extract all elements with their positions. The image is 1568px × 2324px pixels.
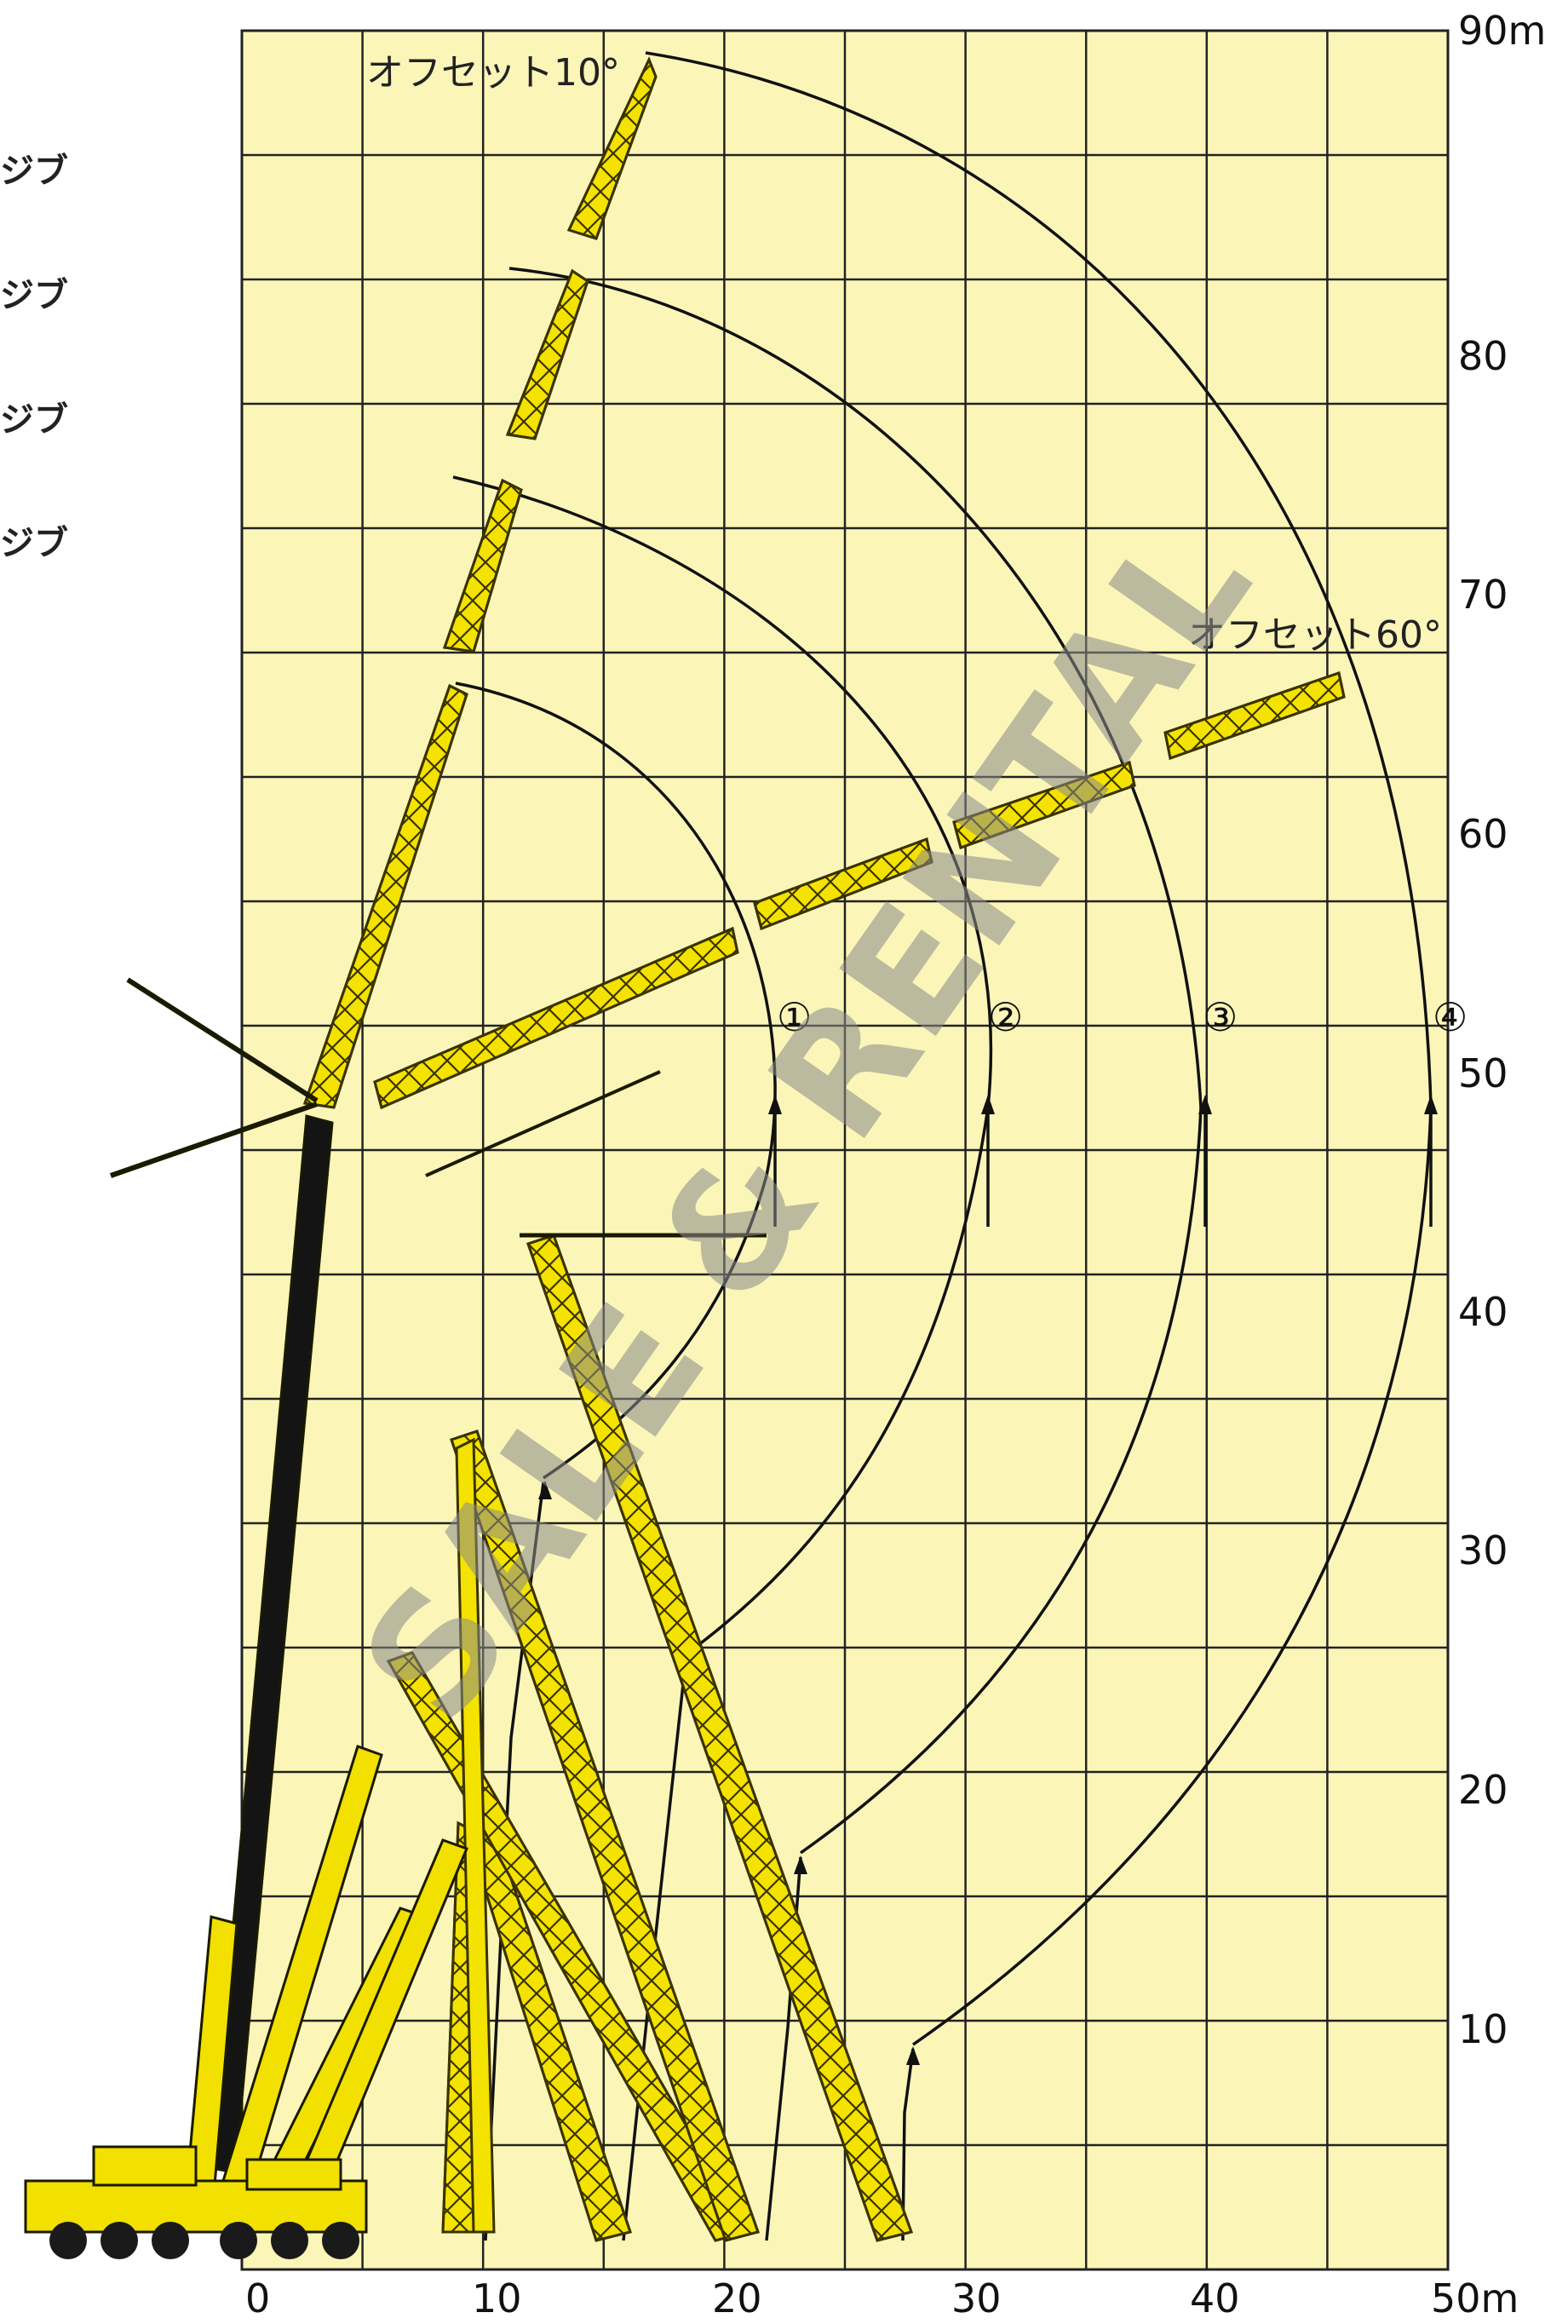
lattice-boom-4-truss: [450, 1429, 760, 2242]
y-tick-30: 30: [1458, 1527, 1508, 1573]
lattice-booms: [386, 1234, 913, 2242]
wheel-6: [322, 2222, 359, 2259]
y-tick-70: 70: [1458, 572, 1508, 618]
y-tick-60: 60: [1458, 811, 1508, 857]
lattice-boom-5-truss: [526, 1234, 913, 2242]
jib-offset-2-truss: [753, 837, 933, 931]
y-tick-90: 90m: [1458, 8, 1546, 54]
arrowhead-5: [538, 1481, 552, 1499]
arrowhead-7: [794, 1855, 807, 1874]
crane-superstructure: [245, 2158, 342, 2191]
y-tick-50: 50: [1458, 1050, 1508, 1096]
mast-strut-2: [110, 1102, 318, 1178]
mast-strut-1: [126, 977, 319, 1103]
arc-config-2: [452, 475, 993, 1654]
x-tick-0: 0: [245, 2275, 270, 2321]
chart-frame: [240, 29, 1450, 2271]
wheel-2: [101, 2222, 138, 2259]
lattice-boom-6: [455, 1437, 496, 2234]
arrowhead-3: [1198, 1095, 1212, 1114]
y-tick-20: 20: [1458, 1767, 1508, 1813]
x-tick-50: 50m: [1431, 2275, 1519, 2321]
y-axis-ticks: 10 20 30 40 50 60 70 80 90m: [1458, 8, 1546, 2052]
wheel-4: [220, 2222, 257, 2259]
y-tick-10: 10: [1458, 2006, 1508, 2052]
config-label-1: ①: [777, 994, 812, 1040]
jib-vertical-3-truss: [505, 268, 589, 440]
offset-60-label: オフセット60°: [1188, 613, 1442, 657]
side-label-jib-1: ジブ: [0, 152, 68, 191]
jib-vertical-2-truss: [442, 478, 523, 653]
y-tick-40: 40: [1458, 1289, 1508, 1335]
arrowhead-4: [1424, 1095, 1438, 1114]
config-label-2: ②: [988, 994, 1023, 1040]
boom-main-upper-truss: [302, 683, 468, 1109]
stem-d: [901, 2048, 915, 2241]
crane-body: [24, 977, 767, 2234]
wheel-5: [271, 2222, 308, 2259]
x-axis-ticks: 0 10 20 30 40 50m: [245, 2275, 1519, 2321]
offset-10-label: オフセット10°: [366, 51, 620, 95]
side-label-jib-4: ジブ: [0, 524, 68, 563]
config-label-4: ④: [1433, 994, 1467, 1040]
crane-cab: [92, 2145, 198, 2187]
jib-offset-4-truss: [1163, 671, 1346, 760]
jib-vertical-4-truss: [566, 56, 658, 240]
arc-config-4: [645, 51, 1433, 2046]
x-tick-40: 40: [1190, 2275, 1240, 2321]
mast-strut-3: [425, 1070, 661, 1177]
wheel-1: [49, 2222, 87, 2259]
wheels: [49, 2222, 359, 2259]
side-label-jib-2: ジブ: [0, 276, 68, 315]
arrowhead-8: [906, 2046, 920, 2065]
jib-offset-3-truss: [952, 761, 1136, 849]
stem-a: [484, 1481, 545, 2241]
arc-config-3: [508, 267, 1203, 1855]
x-tick-20: 20: [712, 2275, 762, 2321]
stem-b: [622, 1660, 687, 2241]
config-label-3: ③: [1203, 994, 1238, 1040]
x-tick-30: 30: [951, 2275, 1002, 2321]
arrowhead-1: [768, 1095, 782, 1114]
jibs-vertical: [302, 56, 658, 1109]
arrowhead-2: [981, 1095, 995, 1114]
jib-offset-1-truss: [373, 926, 739, 1110]
working-range-arcs: [452, 51, 1433, 2241]
x-tick-10: 10: [472, 2275, 522, 2321]
wheel-3: [152, 2222, 189, 2259]
jibs-offset60: [373, 671, 1346, 1110]
y-tick-80: 80: [1458, 333, 1508, 379]
side-label-jib-3: ジブ: [0, 400, 68, 440]
